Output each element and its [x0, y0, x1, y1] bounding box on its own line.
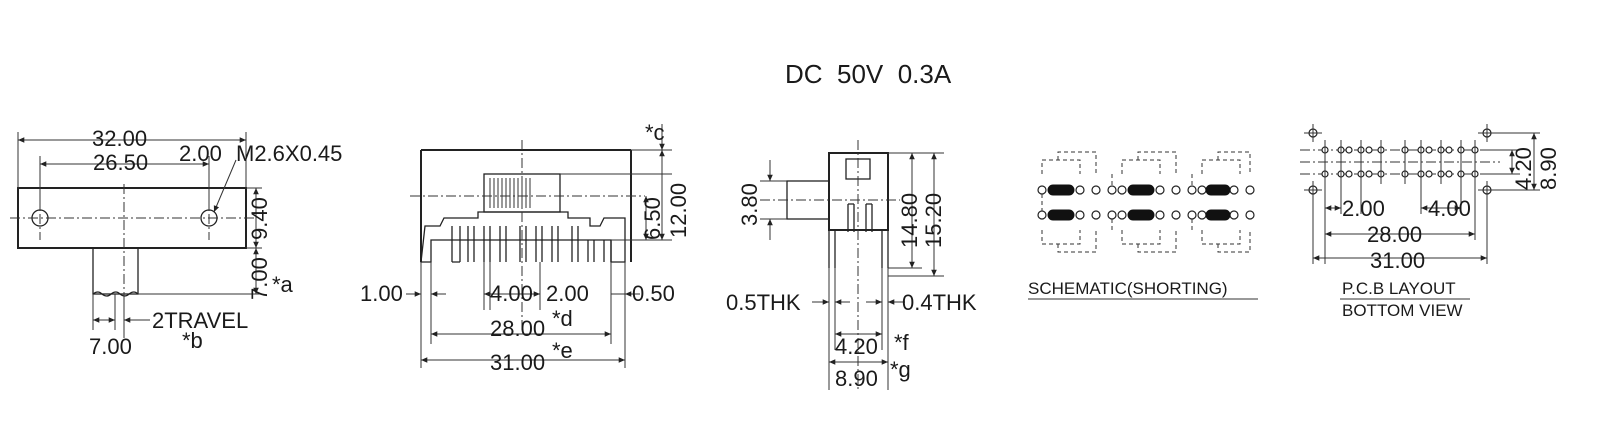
note-f: *f	[894, 330, 910, 355]
dim-3-80: 3.80	[737, 183, 762, 226]
pcb-layout-view: 4.20 8.90 2.00 4.00 28.00 31.00 P.C.B LA…	[1300, 124, 1561, 320]
side-view: *c 12.00 6.50 1.00 4.00 2.00 0.50 28.00 …	[360, 120, 691, 375]
dim-8-90: 8.90	[835, 366, 878, 391]
actuator-knob	[92, 247, 139, 295]
switch-group-1	[1037, 151, 1117, 253]
switch-group-2	[1117, 151, 1197, 253]
dim-4-20: 4.20	[835, 334, 878, 359]
pcb-dim-2-00: 2.00	[1342, 196, 1385, 221]
pcb-dim-8-90: 8.90	[1536, 147, 1561, 190]
schematic-caption: SCHEMATIC(SHORTING)	[1028, 279, 1228, 298]
dim-2-00: 2.00	[546, 281, 589, 306]
pcb-caption-line2: BOTTOM VIEW	[1342, 301, 1463, 320]
dim-m2-6-thread: M2.6X0.45	[236, 141, 342, 166]
dim-15-20: 15.20	[921, 193, 946, 248]
dim-2-travel: 2TRAVEL	[152, 308, 248, 333]
pcb-caption-line1: P.C.B LAYOUT	[1342, 279, 1456, 298]
dim-32-00: 32.00	[92, 126, 147, 151]
pcb-dim-4-20: 4.20	[1511, 147, 1536, 190]
pcb-dim-4-00: 4.00	[1428, 196, 1471, 221]
end-view: 3.80 14.80 15.20 0.5THK 0.4THK 4.20 *f 8…	[726, 140, 977, 391]
dim-0-50: 0.50	[632, 281, 675, 306]
dim-7-00-vertical: 7.00	[247, 257, 272, 300]
switch-group-3	[1197, 151, 1255, 253]
dim-31-00: 31.00	[490, 350, 545, 375]
dim-7-00-knob: 7.00	[89, 334, 132, 359]
dim-2-00: 2.00	[179, 141, 222, 166]
dim-9-40: 9.40	[247, 197, 272, 240]
front-view: 32.00 26.50 2.00 M2.6X0.45 9.40 7.00 *a …	[10, 126, 342, 359]
dim-26-50: 26.50	[93, 150, 148, 175]
rating-title: DC 50V 0.3A	[785, 59, 952, 89]
dim-28-00: 28.00	[490, 316, 545, 341]
note-b: *b	[182, 328, 203, 353]
terminal-pins	[451, 226, 612, 263]
note-a: *a	[272, 272, 294, 297]
schematic-view: SCHEMATIC(SHORTING)	[1028, 151, 1258, 300]
dim-0-4-thk: 0.4THK	[902, 290, 977, 315]
note-e: *e	[552, 338, 573, 363]
dim-4-00: 4.00	[490, 281, 533, 306]
note-d: *d	[552, 306, 573, 331]
dim-0-5-thk: 0.5THK	[726, 290, 801, 315]
dim-1-00: 1.00	[360, 281, 403, 306]
pcb-dim-28-00: 28.00	[1367, 222, 1422, 247]
note-c: *c	[645, 120, 665, 145]
note-g: *g	[890, 357, 911, 382]
dim-6-50: 6.50	[640, 197, 665, 240]
dim-14-80: 14.80	[897, 193, 922, 248]
pcb-dim-31-00: 31.00	[1370, 248, 1425, 273]
dim-12-00: 12.00	[666, 183, 691, 238]
